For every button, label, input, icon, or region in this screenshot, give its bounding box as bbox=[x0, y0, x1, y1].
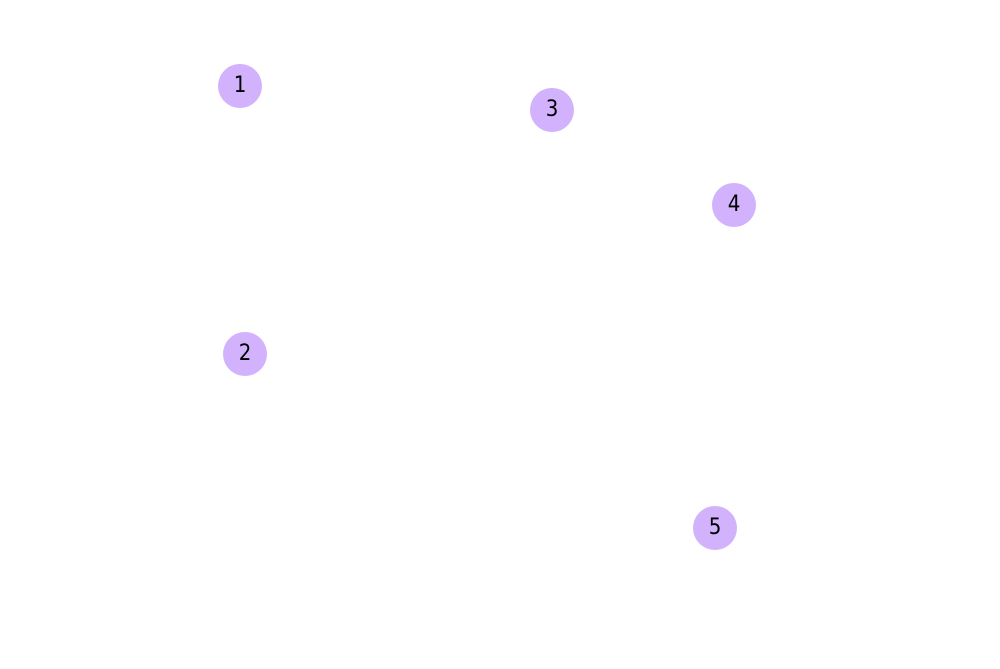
node-3[interactable]: 3 bbox=[530, 88, 574, 132]
node-5[interactable]: 5 bbox=[693, 506, 737, 550]
node-1[interactable]: 1 bbox=[218, 64, 262, 108]
node-4[interactable]: 4 bbox=[712, 183, 756, 227]
node-2[interactable]: 2 bbox=[223, 332, 267, 376]
